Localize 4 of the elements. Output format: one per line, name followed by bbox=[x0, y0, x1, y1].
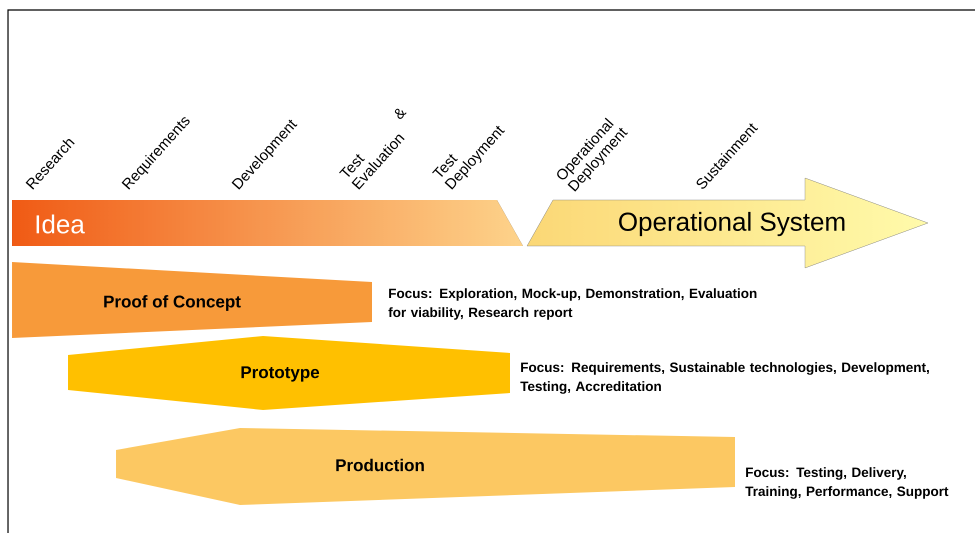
focus-text: Focus: Testing, Delivery, Training, Performance, Support bbox=[745, 467, 948, 499]
phase-band: Idea bbox=[12, 200, 523, 246]
focus-text: Focus: Exploration, Mock-up, Demonstration, Evaluation for viability, Research report bbox=[388, 288, 756, 320]
focus-text: Focus: Requirements, Sustainable technologies, Development, Testing, Accreditation bbox=[520, 362, 929, 394]
